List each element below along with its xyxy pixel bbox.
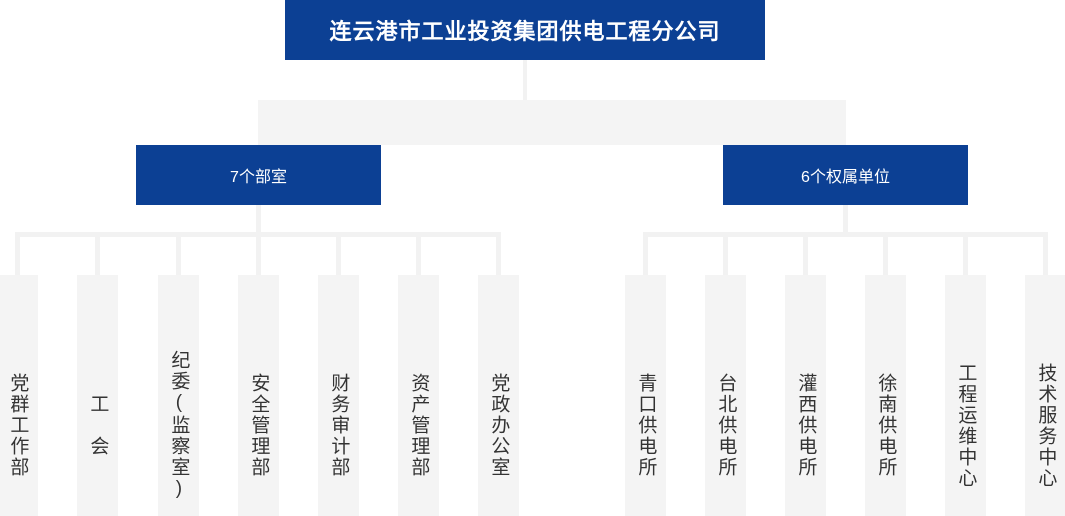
root-title-box: 连云港市工业投资集团供电工程分公司 [285,0,765,60]
unit-card-3[interactable]: 灌西供电所 [785,275,826,516]
unit-label-3: 灌西供电所 [795,373,817,478]
department-card-7[interactable]: 党政办公室 [478,275,519,516]
branch-stem-units [843,205,848,233]
unit-card-6[interactable]: 技术服务中心 [1025,275,1065,516]
drop-line-unit-3 [803,232,808,277]
drop-line-unit-1 [643,232,648,277]
unit-label-2: 台北供电所 [715,373,737,478]
department-label-7: 党政办公室 [488,373,510,478]
department-label-5: 财务审计部 [328,373,350,478]
unit-label-5: 工程运维中心 [955,362,977,489]
department-card-1[interactable]: 党群工作部 [0,275,38,516]
unit-card-1[interactable]: 青口供电所 [625,275,666,516]
drop-line-department-3 [176,232,181,277]
department-card-3[interactable]: 纪委(监察室) [158,275,199,516]
drop-line-unit-2 [723,232,728,277]
branch-box-departments[interactable]: 7个部室 [136,145,381,205]
drop-line-department-1 [15,232,20,277]
drop-line-department-4 [256,232,261,277]
drop-line-unit-4 [883,232,888,277]
branch-box-units[interactable]: 6个权属单位 [723,145,968,205]
department-label-1: 党群工作部 [7,373,29,478]
drop-line-department-5 [336,232,341,277]
department-card-2[interactable]: 工 会 [77,275,118,516]
unit-label-1: 青口供电所 [635,373,657,478]
department-card-4[interactable]: 安全管理部 [238,275,279,516]
drop-line-department-6 [416,232,421,277]
level1-connector-band [258,100,846,145]
drop-line-unit-6 [1043,232,1048,277]
department-label-4: 安全管理部 [248,373,270,478]
root-connector-stem [523,60,527,100]
department-card-5[interactable]: 财务审计部 [318,275,359,516]
rail-units [643,232,1048,237]
drop-line-department-7 [496,232,501,277]
unit-label-4: 徐南供电所 [875,373,897,478]
unit-card-2[interactable]: 台北供电所 [705,275,746,516]
branch-stem-departments [256,205,261,233]
unit-card-4[interactable]: 徐南供电所 [865,275,906,516]
unit-card-5[interactable]: 工程运维中心 [945,275,986,516]
department-card-6[interactable]: 资产管理部 [398,275,439,516]
drop-line-department-2 [95,232,100,277]
unit-label-6: 技术服务中心 [1035,362,1057,489]
department-label-6: 资产管理部 [408,373,430,478]
department-label-3: 纪委(监察室) [168,350,190,501]
department-label-2: 工 会 [87,394,109,457]
drop-line-unit-5 [963,232,968,277]
